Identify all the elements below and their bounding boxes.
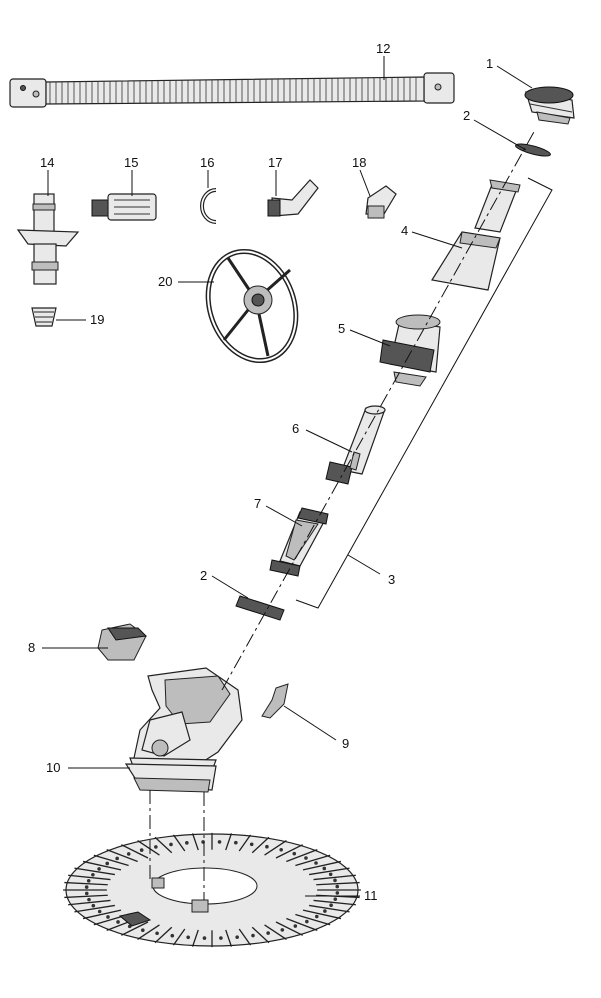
part-2-seal-lower bbox=[235, 595, 285, 621]
part-20-deflector bbox=[205, 248, 299, 364]
part-19-cone bbox=[31, 307, 57, 327]
callout-17: 17 bbox=[268, 155, 282, 170]
callout-4: 4 bbox=[401, 223, 408, 238]
part-4-cuff bbox=[431, 179, 521, 291]
part-14-flow-valve bbox=[16, 193, 80, 285]
callout-labels: 1 2 3 4 5 6 7 8 9 10 11 12 14 15 16 17 1… bbox=[28, 41, 493, 903]
part-1-swivel bbox=[524, 86, 575, 125]
callout-11: 11 bbox=[364, 888, 378, 903]
callout-14: 14 bbox=[40, 155, 54, 170]
part-7-valve bbox=[269, 507, 329, 577]
part-17-elbow bbox=[267, 179, 319, 217]
callout-16: 16 bbox=[200, 155, 214, 170]
part-2-oring-upper bbox=[515, 143, 551, 157]
part-15-connector bbox=[91, 193, 157, 221]
part-8-block bbox=[97, 623, 148, 661]
part-18-elbow bbox=[365, 185, 397, 219]
callout-3: 3 bbox=[388, 572, 395, 587]
part-5-coupling bbox=[379, 314, 441, 387]
callout-9: 9 bbox=[342, 736, 349, 751]
callout-6: 6 bbox=[292, 421, 299, 436]
callout-7: 7 bbox=[254, 496, 261, 511]
callout-2-lower: 2 bbox=[200, 568, 207, 583]
part-16-clip bbox=[200, 188, 217, 224]
part-3-bracket bbox=[295, 177, 553, 609]
callout-18: 18 bbox=[352, 155, 366, 170]
callout-1: 1 bbox=[486, 56, 493, 71]
callout-15: 15 bbox=[124, 155, 138, 170]
callout-19: 19 bbox=[90, 312, 104, 327]
part-12-hose bbox=[9, 72, 455, 108]
part-11-disk bbox=[63, 832, 361, 948]
cleaner-body bbox=[129, 667, 243, 777]
callout-10: 10 bbox=[46, 760, 60, 775]
callout-8: 8 bbox=[28, 640, 35, 655]
callout-2: 2 bbox=[463, 108, 470, 123]
part-6-tube bbox=[325, 405, 386, 485]
callout-5: 5 bbox=[338, 321, 345, 336]
part-10-base bbox=[124, 763, 217, 793]
assembly-axis bbox=[149, 129, 536, 900]
leader-lines bbox=[42, 56, 533, 897]
callout-12: 12 bbox=[376, 41, 390, 56]
part-9-footpad bbox=[261, 683, 289, 719]
callout-20: 20 bbox=[158, 274, 172, 289]
